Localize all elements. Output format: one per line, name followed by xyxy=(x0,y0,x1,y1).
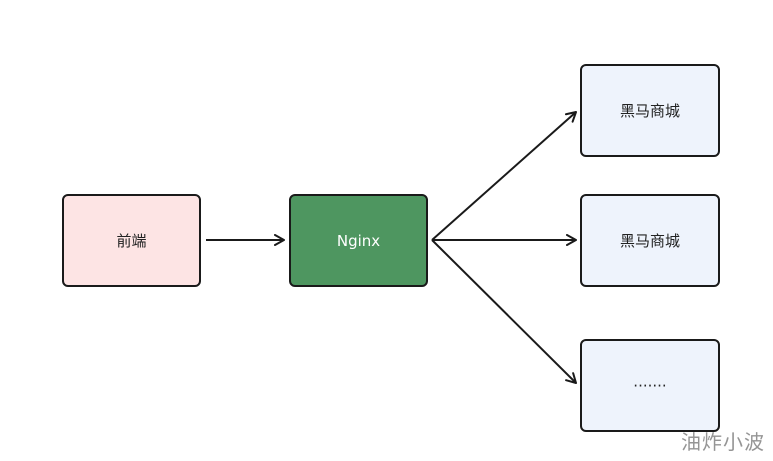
more-nodes-node: ······· xyxy=(580,339,720,432)
nginx-node: Nginx xyxy=(289,194,428,287)
arrow-nginx-to-more xyxy=(431,239,577,384)
mall-node-1-label: 黑马商城 xyxy=(619,102,680,120)
watermark-text: 油炸小波 xyxy=(681,430,765,454)
mall-node-2-label: 黑马商城 xyxy=(619,232,680,250)
frontend-node: 前端 xyxy=(62,194,201,287)
mall-node-2: 黑马商城 xyxy=(580,194,720,287)
more-nodes-label: ······· xyxy=(633,376,667,395)
mall-node-1: 黑马商城 xyxy=(580,64,720,157)
frontend-node-label: 前端 xyxy=(116,232,147,250)
nginx-node-label: Nginx xyxy=(336,231,381,250)
arrow-nginx-to-mall-1 xyxy=(431,111,577,241)
